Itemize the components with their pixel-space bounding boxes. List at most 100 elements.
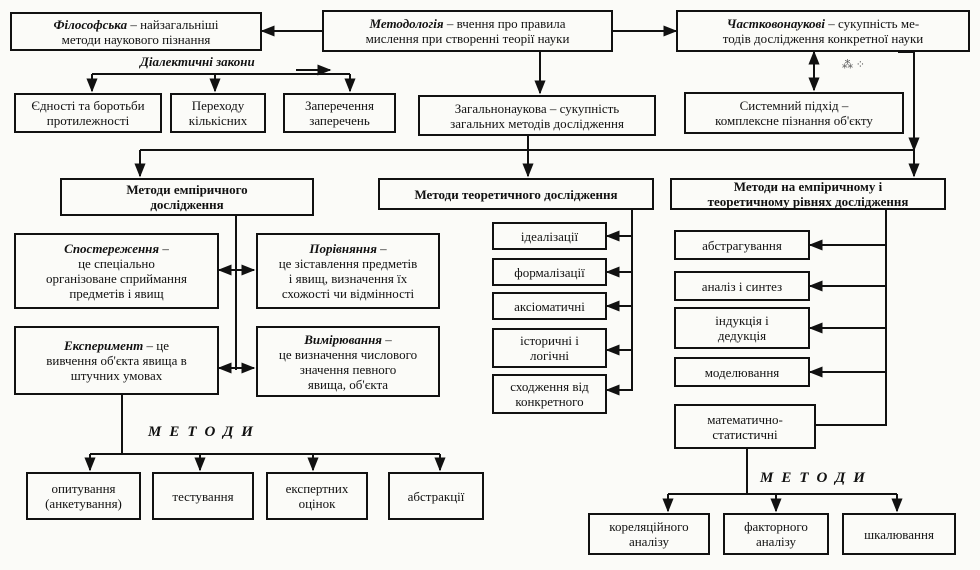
negation-line-1: Заперечення [305,98,374,113]
negation-box: Заперечення заперечень [283,93,396,133]
both-levels-line-2: теоретичному рівнях дослідження [707,194,909,209]
analysis-box: аналіз і синтез [674,271,810,301]
axiomatic-box: аксіоматичні [492,292,607,320]
observation-line-1: – [159,241,169,256]
axiomatic-line-1: аксіоматичні [514,298,585,314]
transition-line-1: Переходу [191,98,245,113]
historical-line-1: історичні і [520,333,579,348]
survey-box: опитування (анкетування) [26,472,141,520]
analysis-line-1: аналіз і синтез [701,278,783,294]
correlation-line-2: аналізу [628,534,670,549]
unity-box: Єдності та боротьби протилежності [14,93,162,133]
general-line-2: загальних методів дослідження [450,115,624,131]
correlation-line-1: кореляційного [609,519,689,534]
observation-line-2: це спеціально [78,256,155,271]
observation-line-4: предметів і явищ [69,286,164,301]
experiment-box: Експеримент – це вивчення об'єкта явища … [14,326,219,395]
dialectical-laws-label: Діалектичні закони [140,54,255,69]
factor-box: факторного аналізу [723,513,829,555]
general-box: Загальнонаукова – сукупність загальних м… [418,95,656,136]
factor-line-2: аналізу [755,534,797,549]
philosophical-line-2: методи наукового пізнання [61,31,211,47]
unity-line-2: протилежності [46,113,130,128]
abstractions-line-1: абстракції [407,488,465,504]
empirical-box: Методи емпіричного дослідження [60,178,314,216]
both-levels-box: Методи на емпіричному і теоретичному рів… [670,178,946,210]
philosophical-box: Філософська – найзагальніші методи науко… [10,12,262,51]
measurement-line-4: явища, об'єкта [307,376,389,392]
philosophical-term: Філософська [53,16,128,32]
measurement-term: Вимірювання [304,331,382,347]
negation-line-2: заперечень [309,113,370,128]
comparison-line-1: – [376,241,387,256]
transition-box: Переходу кількісних [170,93,266,133]
mathstat-line-1: математично- [707,411,783,427]
experiment-line-1: – це [143,338,169,353]
correlation-box: кореляційного аналізу [588,513,710,555]
survey-line-2: (анкетування) [45,496,122,511]
expert-line-1: експертних [285,481,349,496]
transition-line-2: кількісних [188,113,248,128]
specific-term: Частковонаукові [726,16,825,31]
specific-box: Частковонаукові – сукупність ме- тодів д… [676,10,970,52]
arrow-specific-to-levels [898,51,920,152]
comparison-line-3: і явищ, визначення їх [288,271,408,286]
formalization-line-1: формалізації [514,264,585,280]
testing-line-1: тестування [172,488,234,504]
induction-box: індукція і дедукція [674,307,810,349]
measurement-line-2: це визначення числового [278,346,418,362]
scaling-box: шкалювання [842,513,956,555]
observation-line-3: організоване сприймання [46,271,187,286]
historical-line-2: логічні [529,348,570,363]
scaling-line-1: шкалювання [864,526,934,542]
measurement-line-1: – [382,331,392,347]
abstractions-box: абстракції [388,472,484,520]
experiment-term: Експеримент [63,338,144,353]
specific-line-1: – сукупність ме- [824,16,920,31]
scan-mark: ⁂ ⁘ [842,59,865,71]
systemic-line-2: комплексне пізнання об'єкту [715,113,873,128]
unity-line-1: Єдності та боротьби [31,98,145,113]
empirical-line-1: Методи емпіричного [126,182,248,197]
general-line-1: Загальнонаукова – сукупність [454,100,620,116]
both-levels-line-1: Методи на емпіричному і [733,179,883,194]
experiment-line-2: вивчення об'єкта явища в [46,353,187,368]
measurement-box: Вимірювання – це визначення числового зн… [256,326,440,397]
modeling-line-1: моделювання [704,364,780,380]
both-levels-trunk [816,210,887,426]
methodology-box: Методологія – вчення про правила мисленн… [322,10,613,52]
historical-box: історичні і логічні [492,328,607,368]
abstraction-line-1: абстрагування [702,237,782,253]
ascent-box: сходження від конкретного [492,374,607,414]
comparison-line-2: це зіставлення предметів [278,256,418,271]
ascent-line-1: сходження від [510,379,589,394]
observation-term: Спостереження [64,241,160,256]
methodology-line-2: мислення при створенні теорії науки [365,31,570,46]
specific-line-2: тодів дослідження конкретної науки [722,31,924,46]
theoretical-box: Методи теоретичного дослідження [378,178,654,210]
measurement-line-3: значення певного [299,361,397,377]
comparison-term: Порівняння [309,241,377,256]
empirical-line-2: дослідження [150,197,224,212]
factor-line-1: факторного [744,519,808,534]
methods-right-heading: МЕТОДИ [760,470,873,486]
idealization-box: ідеалізації [492,222,607,250]
mathstat-line-2: статистичні [712,426,778,442]
idealization-line-1: ідеалізації [520,228,579,244]
methods-left-heading: МЕТОДИ [148,424,261,440]
induction-line-1: індукція і [715,313,769,328]
systemic-line-1: Системний підхід – [739,98,849,113]
abstraction-box: абстрагування [674,230,810,260]
expert-box: експертних оцінок [266,472,368,520]
formalization-box: формалізації [492,258,607,286]
theoretical-line-1: Методи теоретичного дослідження [414,186,618,202]
experiment-line-3: штучних умовах [70,368,163,383]
comparison-box: Порівняння – це зіставлення предметів і … [256,233,440,309]
methodology-term: Методологія [369,16,444,31]
induction-line-2: дедукція [717,328,767,343]
expert-line-2: оцінок [298,496,336,511]
survey-line-1: опитування [51,481,116,496]
testing-box: тестування [152,472,254,520]
comparison-line-4: схожості чи відмінності [281,286,415,301]
ascent-line-2: конкретного [515,394,584,409]
